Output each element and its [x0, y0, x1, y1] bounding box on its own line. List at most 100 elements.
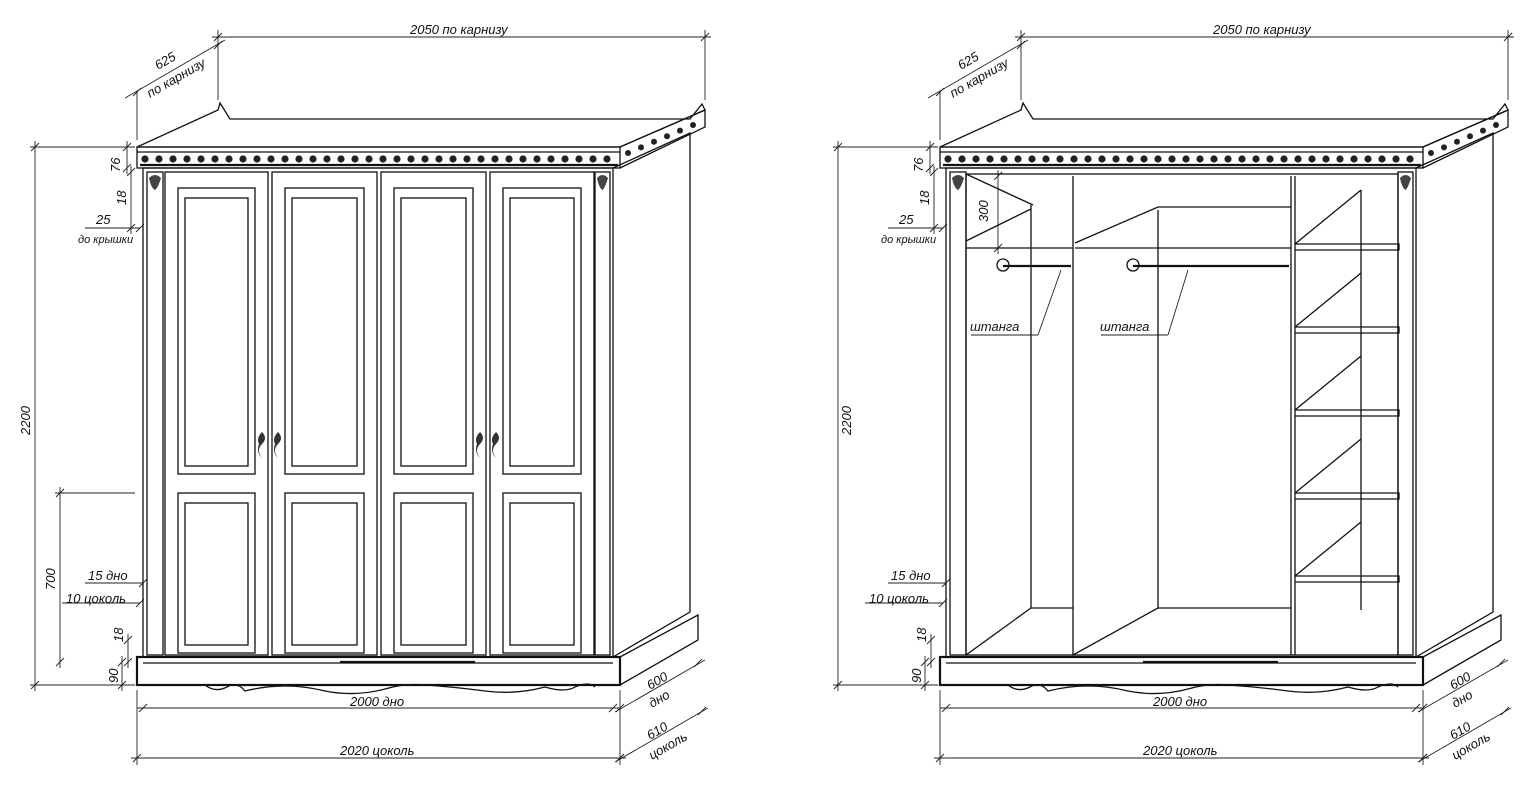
cornice-ornament [1336, 155, 1344, 163]
dim-18-bottom: 18 [914, 627, 929, 642]
pillar-capital-ornament [1400, 175, 1411, 190]
cornice-ornament [1112, 155, 1120, 163]
door-lower-panel-frame [502, 492, 582, 654]
door-upper-panel [184, 197, 249, 467]
cornice-ornament [281, 155, 289, 163]
cornice-ornament [1252, 155, 1260, 163]
cornice-ornament [1000, 155, 1008, 163]
open-wardrobe-drawing: 2050 по карнизу 625 по карнизу 76 18 300… [833, 22, 1514, 765]
cornice-ornament [1322, 155, 1330, 163]
cornice-ornament [421, 155, 429, 163]
dim-10-plinth: 10 цоколь [66, 591, 126, 606]
cornice-ornament [1493, 122, 1499, 128]
cornice-ornament [638, 144, 644, 151]
cornice-ornament [1350, 155, 1358, 163]
cornice-ornament [1406, 155, 1414, 163]
shelf [965, 208, 1032, 242]
cornice-ornament [1454, 138, 1460, 145]
door-lower-panel-frame [393, 492, 474, 654]
cornice-ornament [1070, 155, 1078, 163]
shelf-perspective [1294, 189, 1362, 245]
plinth-side [1422, 613, 1502, 686]
cornice-ornament [309, 155, 317, 163]
width-plinth-label: 2020 цоколь [339, 743, 415, 758]
shelf [1295, 243, 1400, 251]
cornice-ornament [407, 155, 415, 163]
shelf-perspective [1294, 355, 1362, 411]
cornice-ornament [547, 155, 555, 163]
cornice-ornament [533, 155, 541, 163]
door [380, 171, 487, 656]
cornice-ornament [561, 155, 569, 163]
door-upper-panel [400, 197, 467, 467]
door [489, 171, 595, 656]
plinth-side [619, 613, 699, 686]
rod-label: штанга [970, 319, 1019, 334]
dim-line-610 [614, 707, 709, 763]
cornice-top [136, 101, 706, 148]
door-upper-panel [509, 197, 575, 467]
cornice-ornament [1294, 155, 1302, 163]
rod-label: штанга [1100, 319, 1149, 334]
door-lower-panel-frame [177, 492, 256, 654]
door-upper-panel-frame [502, 187, 582, 475]
width-cornice-label: 2050 по карнизу [409, 22, 509, 37]
dim-15-bottom: 15 дно [88, 568, 128, 583]
cornice-ornament [972, 155, 980, 163]
pillar [949, 171, 967, 656]
cornice-ornament [1098, 155, 1106, 163]
width-bottom-label: 2000 дно [1152, 694, 1207, 709]
cornice-ornament [183, 155, 191, 163]
dim-700: 700 [43, 568, 58, 590]
shelf-perspective [1294, 272, 1362, 328]
cornice-ornament [1441, 144, 1447, 151]
dim-25: 25 [95, 212, 111, 227]
cornice-ornament [958, 155, 966, 163]
cornice-ornament [664, 133, 670, 140]
door-upper-panel-frame [284, 187, 365, 475]
dim-line-600 [1417, 659, 1509, 713]
depth-bottom-value: 600 [1447, 668, 1474, 692]
cornice-ornament [1140, 155, 1148, 163]
cornice-ornament [1182, 155, 1190, 163]
shelf-perspective [1294, 521, 1362, 577]
width-plinth-label: 2020 цоколь [1142, 743, 1218, 758]
cornice-ornament [944, 155, 952, 163]
body-front [142, 167, 614, 658]
dim-line-625 [124, 39, 226, 99]
door-upper-panel-frame [177, 187, 256, 475]
cornice-ornament [295, 155, 303, 163]
cornice-ornament [169, 155, 177, 163]
dim-90: 90 [106, 668, 121, 683]
cornice-ornament [197, 155, 205, 163]
cornice-ornament [379, 155, 387, 163]
cornice-ornament [1308, 155, 1316, 163]
body-front [945, 167, 1417, 658]
cornice-ornament [1266, 155, 1274, 163]
dim-76: 76 [911, 157, 926, 172]
perspective-line [965, 607, 1032, 656]
shelf [1295, 326, 1400, 334]
cornice-top [939, 101, 1509, 148]
cornice-ornament [1028, 155, 1036, 163]
cornice-ornament [1014, 155, 1022, 163]
door-handle-icon [476, 432, 483, 458]
dim-10-plinth: 10 цоколь [869, 591, 929, 606]
cornice-ornament [491, 155, 499, 163]
dim-300: 300 [976, 200, 991, 222]
leader-line [1167, 269, 1189, 336]
door-lower-panel [400, 502, 467, 646]
body-side [612, 131, 691, 658]
cornice-ornament [435, 155, 443, 163]
dim-25-label: до крышки [881, 234, 936, 246]
dim-25: 25 [898, 212, 914, 227]
cornice-ornament [337, 155, 345, 163]
dim-18-top: 18 [114, 190, 129, 205]
width-cornice-label: 2050 по карнизу [1212, 22, 1312, 37]
height-label: 2200 [839, 405, 854, 436]
cornice-ornament [239, 155, 247, 163]
dim-18-bottom: 18 [111, 627, 126, 642]
cornice-ornament [1467, 133, 1473, 140]
cornice-ornament [253, 155, 261, 163]
pillar [1397, 171, 1414, 656]
